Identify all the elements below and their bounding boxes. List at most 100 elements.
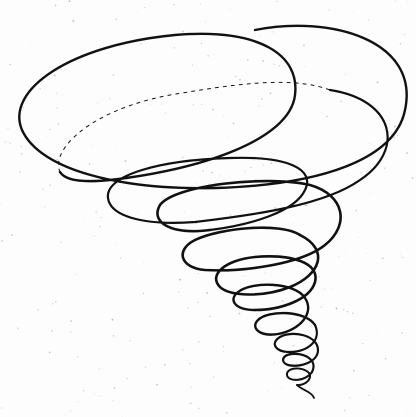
- paper-speckle: [329, 10, 330, 11]
- paper-speckle: [274, 207, 276, 209]
- paper-speckle: [197, 302, 198, 303]
- paper-speckle: [21, 153, 22, 154]
- paper-speckle: [370, 280, 371, 281]
- paper-speckle: [55, 301, 56, 302]
- paper-speckle: [144, 7, 145, 8]
- paper-speckle: [56, 93, 57, 94]
- spiral-loop-2: [108, 90, 388, 230]
- paper-speckle: [404, 119, 405, 120]
- paper-speckle: [273, 31, 274, 32]
- paper-speckle: [384, 167, 386, 169]
- paper-speckle: [233, 122, 235, 124]
- paper-speckle: [26, 148, 27, 149]
- paper-speckle: [129, 340, 130, 341]
- spiral-loop-7: [287, 368, 312, 385]
- paper-speckle: [407, 2, 408, 3]
- paper-speckle: [42, 188, 44, 190]
- paper-speckle: [338, 256, 339, 257]
- paper-speckle: [77, 356, 78, 357]
- paper-speckle: [276, 1, 277, 2]
- paper-speckle: [95, 211, 97, 213]
- paper-speckle: [31, 45, 32, 46]
- paper-speckle: [320, 306, 322, 308]
- paper-speckle: [203, 170, 204, 171]
- paper-speckle: [404, 34, 406, 36]
- paper-speckle: [182, 349, 183, 350]
- paper-speckle: [205, 21, 206, 22]
- paper-speckle: [99, 226, 101, 228]
- paper-speckle: [143, 293, 144, 294]
- paper-speckle: [193, 104, 195, 106]
- paper-speckle: [47, 136, 48, 137]
- paper-speckle: [1, 407, 2, 408]
- paper-speckle: [343, 309, 344, 310]
- paper-speckle: [164, 364, 166, 366]
- paper-speckle: [60, 242, 61, 243]
- paper-speckle: [114, 387, 116, 389]
- paper-speckle: [17, 327, 19, 329]
- paper-speckle: [123, 85, 124, 86]
- paper-speckle: [37, 309, 39, 311]
- paper-speckle: [274, 362, 275, 363]
- paper-speckle: [168, 93, 169, 94]
- paper-speckle: [349, 397, 350, 398]
- paper-speckle: [184, 211, 185, 212]
- paper-speckle: [187, 360, 188, 361]
- paper-speckle: [412, 177, 414, 179]
- paper-speckle: [56, 107, 58, 109]
- paper-speckle: [113, 335, 115, 337]
- paper-speckle: [223, 116, 224, 117]
- paper-speckle: [102, 314, 103, 315]
- paper-speckle: [360, 172, 361, 173]
- paper-speckle: [5, 102, 6, 103]
- paper-speckle: [120, 258, 121, 259]
- paper-speckle: [269, 92, 271, 94]
- paper-speckle: [212, 109, 214, 111]
- paper-speckle: [115, 244, 116, 245]
- paper-speckle: [165, 118, 166, 119]
- paper-speckle: [377, 81, 379, 83]
- paper-speckle: [382, 257, 384, 259]
- paper-speckle: [58, 123, 60, 125]
- paper-speckle: [52, 303, 54, 305]
- paper-speckle: [345, 74, 346, 75]
- paper-speckle: [395, 0, 396, 1]
- paper-speckle: [189, 363, 190, 364]
- paper-speckle: [49, 79, 50, 80]
- paper-speckle: [92, 146, 93, 147]
- spiral-loop-1: [19, 26, 406, 188]
- paper-speckle: [353, 370, 355, 372]
- paper-speckle: [226, 412, 227, 413]
- paper-speckle: [261, 98, 263, 100]
- paper-speckle: [345, 250, 346, 251]
- paper-speckle: [94, 235, 95, 236]
- spiral-loop-6: [275, 325, 318, 372]
- paper-speckle: [198, 273, 199, 274]
- paper-speckle: [305, 388, 306, 389]
- paper-speckle: [204, 233, 205, 234]
- paper-speckle: [83, 219, 84, 220]
- paper-speckle: [355, 210, 357, 212]
- paper-speckle: [395, 315, 396, 316]
- paper-speckle: [70, 320, 72, 322]
- paper-speckle: [368, 395, 369, 396]
- paper-speckle: [219, 175, 220, 176]
- paper-speckle: [72, 20, 74, 22]
- paper-speckle: [219, 393, 220, 394]
- paper-speckle: [369, 143, 370, 144]
- paper-speckle: [298, 266, 299, 267]
- paper-speckle: [344, 410, 346, 412]
- paper-speckle: [231, 236, 232, 237]
- paper-speckle: [243, 275, 244, 276]
- paper-speckle: [145, 366, 147, 368]
- paper-speckle: [105, 197, 106, 198]
- paper-speckle: [262, 60, 264, 62]
- paper-speckle: [76, 274, 77, 275]
- spiral-tail: [297, 385, 314, 398]
- paper-speckle: [1, 240, 3, 242]
- paper-speckle: [402, 372, 403, 373]
- paper-speckle: [97, 102, 98, 103]
- paper-speckle: [405, 74, 406, 75]
